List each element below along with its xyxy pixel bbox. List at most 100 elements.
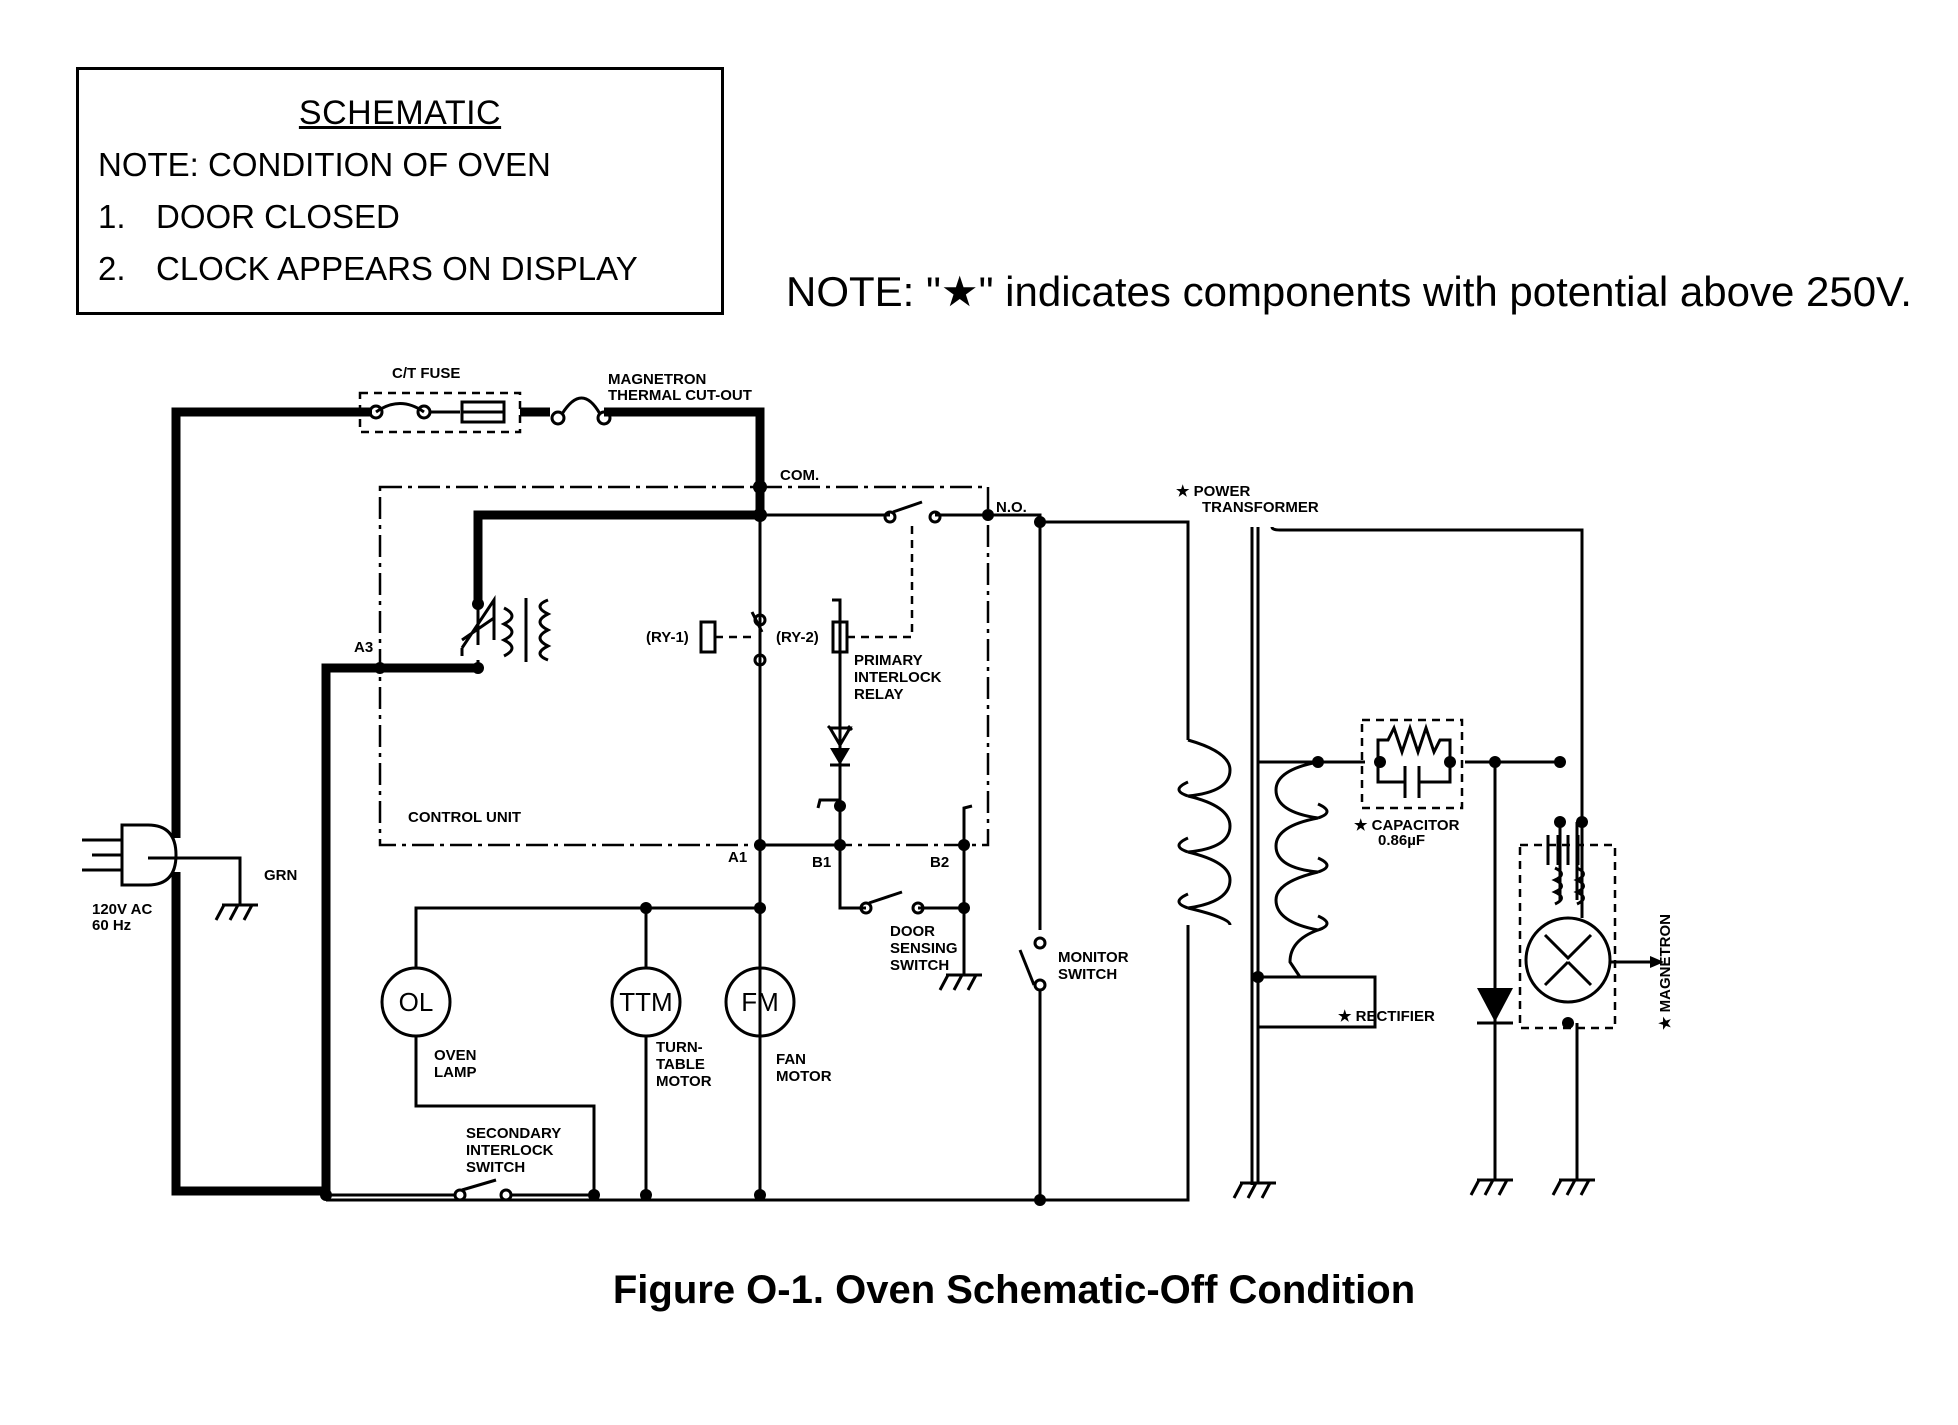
ry1-label: (RY-1) bbox=[646, 629, 689, 646]
junction-a1 bbox=[754, 839, 766, 851]
wire-no-monitor bbox=[988, 513, 1042, 930]
rectifier-diode bbox=[1477, 988, 1513, 1022]
mag-cutout-terminal-left bbox=[550, 410, 566, 426]
ct-fuse-terminal-left bbox=[368, 404, 384, 420]
wire-transformer-primary-bottom bbox=[326, 925, 1190, 1202]
ct-fuse-label: C/T FUSE bbox=[392, 365, 460, 382]
b2-label: B2 bbox=[930, 854, 949, 871]
secondary-switch-contact-right bbox=[499, 1188, 513, 1202]
monitor-switch-label-1: MONITOR bbox=[1058, 949, 1129, 966]
ttm-label-3: MOTOR bbox=[656, 1073, 712, 1090]
wire-ol-top bbox=[414, 906, 760, 968]
capacitor-enclosure bbox=[1360, 718, 1464, 810]
junction-magnetron-filter-left bbox=[1554, 816, 1566, 828]
secondary-switch-blade bbox=[461, 1178, 497, 1192]
ttm-symbol-text: TTM bbox=[619, 987, 672, 1017]
neutral-wire-main bbox=[171, 872, 326, 1196]
junction-ttm-bottom bbox=[640, 1189, 652, 1201]
live-wire-main bbox=[171, 407, 372, 838]
live-wire-cutout-out bbox=[604, 407, 765, 515]
capacitor-label-1: ★ CAPACITOR bbox=[1354, 817, 1460, 834]
rectifier-diode-ry2 bbox=[830, 748, 850, 765]
bleeder-resistor bbox=[1376, 723, 1452, 762]
ground-symbol-door-switch bbox=[938, 973, 982, 991]
wire-secondary-loop bbox=[1270, 526, 1584, 918]
note-item-1: 1.DOOR CLOSED bbox=[98, 198, 400, 236]
wire-no-transformer bbox=[1040, 520, 1190, 740]
junction-capacitor-left bbox=[1374, 756, 1386, 768]
fan-motor-label-2: MOTOR bbox=[776, 1068, 832, 1085]
ac-supply-label-2: 60 Hz bbox=[92, 917, 131, 934]
ground-symbol-magnetron bbox=[1551, 1178, 1595, 1196]
junction-no bbox=[982, 509, 994, 521]
a3-label: A3 bbox=[354, 639, 373, 656]
ct-fuse-enclosure bbox=[358, 391, 522, 434]
oven-lamp-label-1: OVEN bbox=[434, 1047, 477, 1064]
ol-symbol-text: OL bbox=[399, 987, 434, 1017]
primary-relay-label-3: RELAY bbox=[854, 686, 903, 703]
mag-cutout-label-1: MAGNETRON bbox=[608, 371, 706, 388]
oven-lamp-label-2: LAMP bbox=[434, 1064, 477, 1081]
primary-relay-label-2: INTERLOCK bbox=[854, 669, 942, 686]
junction-fm-bottom bbox=[754, 1189, 766, 1201]
a1-label: A1 bbox=[728, 849, 747, 866]
relay-ry1-coil-left bbox=[500, 606, 514, 658]
primary-switch-blade bbox=[892, 500, 923, 514]
secondary-switch-label-1: SECONDARY bbox=[466, 1125, 561, 1142]
wire-b1 bbox=[838, 845, 866, 910]
junction-monitor-top bbox=[1034, 516, 1046, 528]
secondary-switch-label-2: INTERLOCK bbox=[466, 1142, 554, 1159]
junction-com bbox=[753, 480, 767, 494]
ry2-bottom-tab bbox=[816, 798, 840, 809]
monitor-switch-label-2: SWITCH bbox=[1058, 966, 1117, 983]
note-item-2: 2.CLOCK APPEARS ON DISPLAY bbox=[98, 250, 638, 288]
no-label: N.O. bbox=[996, 499, 1027, 516]
magnetron-output-arrowhead bbox=[1650, 956, 1664, 968]
junction-a3 bbox=[374, 662, 386, 674]
ry1-coil-box bbox=[699, 620, 717, 654]
junction-magnetron-bottom bbox=[1562, 1017, 1574, 1029]
junction-secondary-switch-out bbox=[588, 1189, 600, 1201]
b1-label: B1 bbox=[812, 854, 831, 871]
junction-secondary-top bbox=[1312, 756, 1324, 768]
magnetron-enclosure bbox=[1518, 843, 1617, 1030]
ttm-label-1: TURN- bbox=[656, 1039, 703, 1056]
fm-symbol-text: FM bbox=[741, 987, 779, 1017]
junction-b2 bbox=[958, 839, 970, 851]
fan-motor-label-1: FAN bbox=[776, 1051, 806, 1068]
junction-rectifier-top bbox=[1489, 756, 1501, 768]
note-item-1-text: DOOR CLOSED bbox=[156, 198, 400, 235]
monitor-switch-blade bbox=[1018, 949, 1036, 986]
magnetron-filter-capacitor bbox=[1546, 835, 1580, 865]
door-switch-label-3: SWITCH bbox=[890, 957, 949, 974]
magnetron-tube bbox=[1524, 916, 1612, 1004]
door-switch-blade bbox=[868, 890, 903, 905]
junction-door-switch bbox=[958, 902, 970, 914]
com-label: COM. bbox=[780, 467, 819, 484]
plug-body bbox=[120, 823, 178, 887]
magnetron-label: ★ MAGNETRON bbox=[1657, 914, 1674, 1030]
ground-symbol-plug bbox=[214, 903, 258, 921]
junction-b1 bbox=[834, 839, 846, 851]
monitor-switch-contact-bottom bbox=[1033, 978, 1047, 992]
power-transformer-label-2: TRANSFORMER bbox=[1202, 499, 1319, 516]
junction-magnetron-top bbox=[1554, 756, 1566, 768]
note-box-title: SCHEMATIC bbox=[298, 94, 502, 132]
note-condition-line: NOTE: CONDITION OF OVEN bbox=[98, 146, 551, 183]
secondary-winding bbox=[1274, 760, 1324, 978]
zener-diode bbox=[826, 724, 854, 748]
capacitor-plates bbox=[1376, 762, 1452, 798]
grn-label: GRN bbox=[264, 867, 297, 884]
rectifier-label: ★ RECTIFIER bbox=[1338, 1008, 1435, 1025]
primary-switch-contact-right bbox=[928, 510, 942, 524]
plug-prongs bbox=[82, 838, 122, 872]
control-unit-boundary bbox=[378, 485, 990, 847]
oven-lamp-circle bbox=[380, 966, 452, 1038]
wire-ol-bottom bbox=[414, 1035, 596, 1200]
junction-relay-top bbox=[472, 598, 484, 610]
capacitor-label-2: 0.86µF bbox=[1378, 832, 1425, 849]
door-switch-contact-right bbox=[911, 901, 925, 915]
junction-secondary-bottom bbox=[1252, 971, 1264, 983]
figure-caption: Figure O-1. Oven Schematic-Off Condition bbox=[612, 1268, 1416, 1312]
monitor-switch-contact-top bbox=[1033, 936, 1047, 950]
